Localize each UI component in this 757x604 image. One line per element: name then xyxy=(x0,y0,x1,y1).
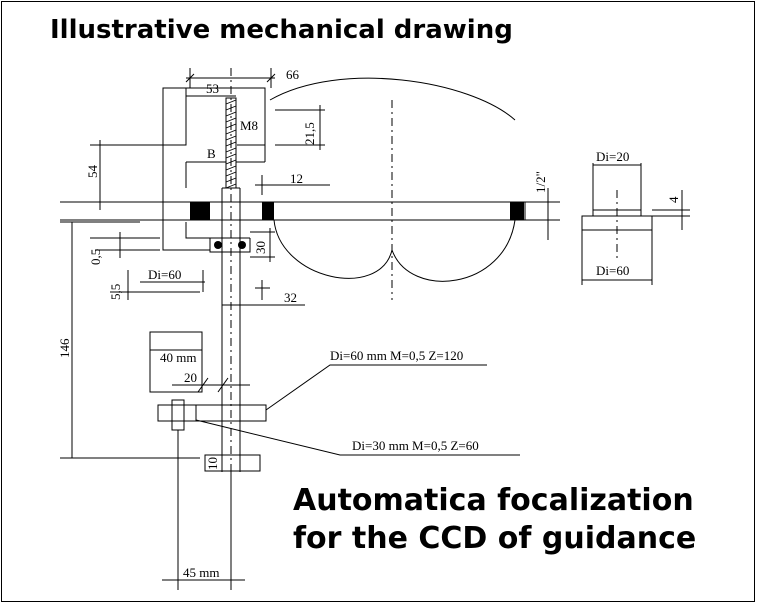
dim-di20: Di=20 xyxy=(596,149,629,164)
dim-30: 30 xyxy=(253,241,268,254)
leader-large-gear xyxy=(265,364,487,411)
dim-53: 53 xyxy=(206,81,219,96)
dim-12: 12 xyxy=(290,171,303,186)
dim-146: 146 xyxy=(57,338,72,358)
motor-box xyxy=(149,331,203,393)
dim-5-5: 5,5 xyxy=(108,284,123,300)
dim-10: 10 xyxy=(205,457,220,470)
dim-di60-right: Di=60 xyxy=(596,263,629,278)
dim-40mm: 40 mm xyxy=(160,350,196,365)
bearing-dot-right xyxy=(238,241,246,249)
dim-1-2-inch: 1/2" xyxy=(533,171,548,193)
optical-tube xyxy=(60,201,530,221)
dim-21-5: 21,5 xyxy=(302,122,317,145)
dim-45mm: 45 mm xyxy=(183,565,219,580)
gear-large-label: Di=60 mm M=0,5 Z=120 xyxy=(330,348,463,363)
dim-m8: M8 xyxy=(240,118,258,133)
gear-small-label: Di=30 mm M=0,5 Z=60 xyxy=(352,438,479,453)
dim-20-tick-a xyxy=(197,377,209,393)
dim-4: 4 xyxy=(666,196,681,203)
lens-arc-left xyxy=(273,219,393,279)
dim-di60-left: Di=60 xyxy=(148,267,181,282)
dim-b: B xyxy=(207,146,216,161)
lens-arc-top xyxy=(269,77,516,121)
dim-66: 66 xyxy=(286,67,300,82)
dimension-lines xyxy=(60,68,560,590)
subtitle-line-1: Automatica focalization xyxy=(293,483,694,518)
dim-20-tick-b xyxy=(217,377,229,393)
dim-32: 32 xyxy=(284,290,297,305)
drawing-title: Illustrative mechanical drawing xyxy=(50,15,513,45)
focus-knob xyxy=(204,454,261,472)
lens-arc-right xyxy=(391,219,516,282)
motor-shaft xyxy=(171,399,185,431)
bearing-dot-left xyxy=(214,241,222,249)
bracket-body xyxy=(162,87,266,253)
subtitle-line-2: for the CCD of guidance xyxy=(293,521,696,556)
dim-54: 54 xyxy=(85,165,100,179)
dim-20: 20 xyxy=(184,370,197,385)
detail-view xyxy=(581,163,690,285)
dim-0-5: 0,5 xyxy=(88,249,103,265)
small-gear xyxy=(157,404,197,422)
leader-small-gear xyxy=(195,419,520,456)
